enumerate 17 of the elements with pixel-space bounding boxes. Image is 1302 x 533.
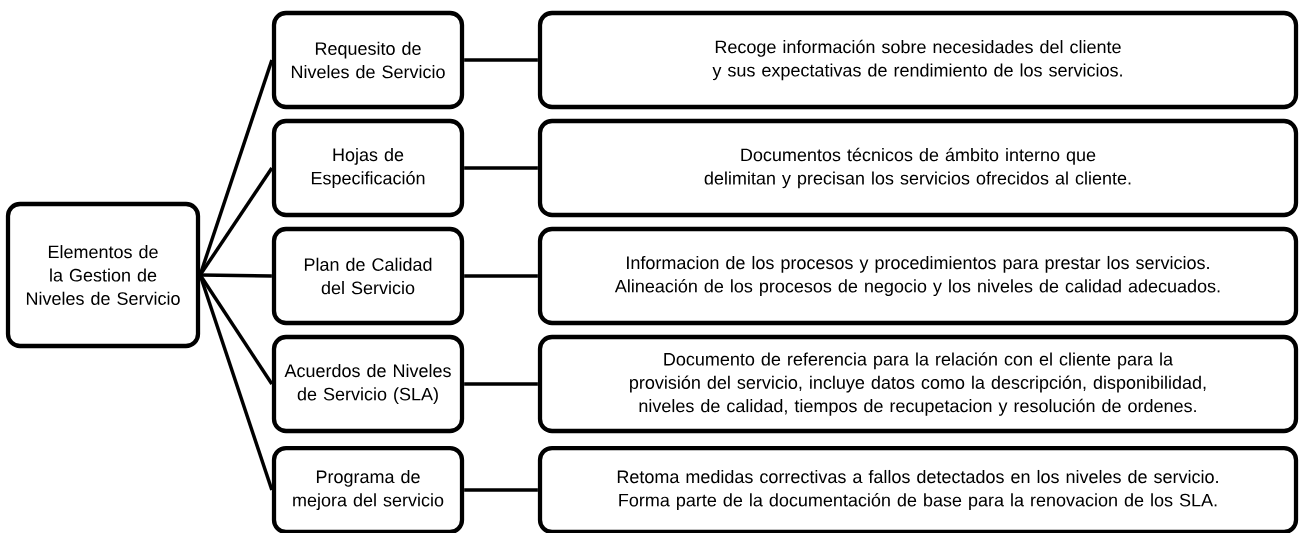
connector-line [464,166,538,170]
description-box: Documentos técnicos de ámbito interno que delimitan y precisan los servicios ofrecidos al cliente. [537,118,1299,218]
element-box: Acuerdos de Niveles de Servicio (SLA) [271,334,465,434]
description-box: Recoge información sobre necesidades del cliente y sus expectativas de rendimiento de los servicios. [537,10,1299,110]
description-box: Documento de referencia para la relación con el cliente para la provisión del servicio, incluye datos como la descripción, disponibilidad, niveles de calidad, tiempos de recupetacion y resolución de ordenes. [537,334,1299,434]
connector-line [200,273,272,278]
connector-line [464,488,538,492]
description-box: Retoma medidas correctivas a fallos detectados en los niveles de servicio. Forma parte de la documentación de base para la renovacion de los SLA. [537,445,1299,533]
description-box: Informacion de los procesos y procedimientos para prestar los servicios. Alineación de los procesos de negocio y los niveles de calidad adecuados. [537,226,1299,326]
element-box: Programa de mejora del servicio [271,445,465,533]
element-box: Plan de Calidad del Servicio [271,226,465,326]
element-box: Requesito de Niveles de Servicio [271,10,465,110]
element-box: Hojas de Especificación [271,118,465,218]
connector-line [464,58,538,62]
connector-line [464,382,538,386]
connector-line [464,274,538,278]
root-box: Elementos de la Gestion de Niveles de Servicio [5,201,201,349]
